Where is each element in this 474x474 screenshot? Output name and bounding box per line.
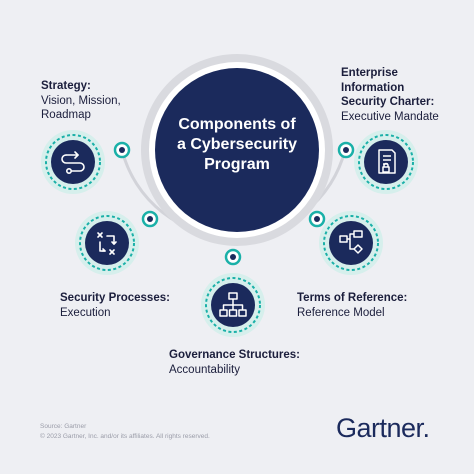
org-chart-icon bbox=[219, 292, 247, 317]
label-security-processes: Security Processes: Execution bbox=[60, 291, 170, 320]
label-terms-of-reference-subtitle: Reference Model bbox=[297, 306, 385, 319]
label-security-processes-subtitle: Execution bbox=[60, 306, 111, 319]
connector-dot-charter bbox=[337, 141, 355, 159]
gartner-logo-dot: . bbox=[422, 413, 431, 443]
footer-copyright: © 2023 Gartner, Inc. and/or its affiliat… bbox=[40, 433, 210, 440]
node-security-processes bbox=[75, 211, 139, 275]
label-terms-of-reference: Terms of Reference: Reference Model bbox=[297, 291, 407, 320]
label-enterprise-charter-title: Enterprise Information Security Charter: bbox=[341, 67, 435, 108]
label-strategy-subtitle: Vision, Mission, Roadmap bbox=[41, 94, 121, 122]
label-enterprise-charter: Enterprise Information Security Charter:… bbox=[341, 66, 439, 124]
center-circle bbox=[155, 68, 319, 232]
gartner-logo-text: Gartner bbox=[336, 413, 423, 443]
process-flow-icon bbox=[97, 232, 117, 255]
node-terms-of-reference bbox=[319, 211, 383, 275]
label-strategy: Strategy: Vision, Mission, Roadmap bbox=[41, 79, 121, 123]
node-governance-structures bbox=[201, 273, 265, 337]
gartner-logo: Gartner. bbox=[336, 413, 430, 444]
connector-dot-processes bbox=[141, 210, 159, 228]
label-governance-structures-subtitle: Accountability bbox=[169, 363, 240, 376]
flowchart-icon bbox=[339, 230, 363, 254]
center-title: Components of a Cybersecurity Program bbox=[176, 116, 298, 173]
document-lock-icon bbox=[378, 149, 396, 174]
node-strategy bbox=[41, 130, 105, 194]
label-governance-structures: Governance Structures: Accountability bbox=[169, 348, 300, 377]
connector-dot-terms bbox=[308, 210, 326, 228]
label-enterprise-charter-subtitle: Executive Mandate bbox=[341, 110, 439, 123]
strategy-route-icon bbox=[61, 151, 85, 175]
label-strategy-title: Strategy: bbox=[41, 80, 91, 92]
label-terms-of-reference-title: Terms of Reference: bbox=[297, 292, 408, 304]
node-enterprise-charter bbox=[354, 130, 418, 194]
footer-source: Source: Gartner bbox=[40, 423, 87, 430]
footer-credits: Source: Gartner © 2023 Gartner, Inc. and… bbox=[40, 422, 210, 442]
connector-dot-strategy bbox=[113, 141, 131, 159]
label-security-processes-title: Security Processes: bbox=[60, 292, 170, 304]
connector-dot-governance bbox=[224, 248, 242, 266]
label-governance-structures-title: Governance Structures: bbox=[169, 349, 301, 361]
